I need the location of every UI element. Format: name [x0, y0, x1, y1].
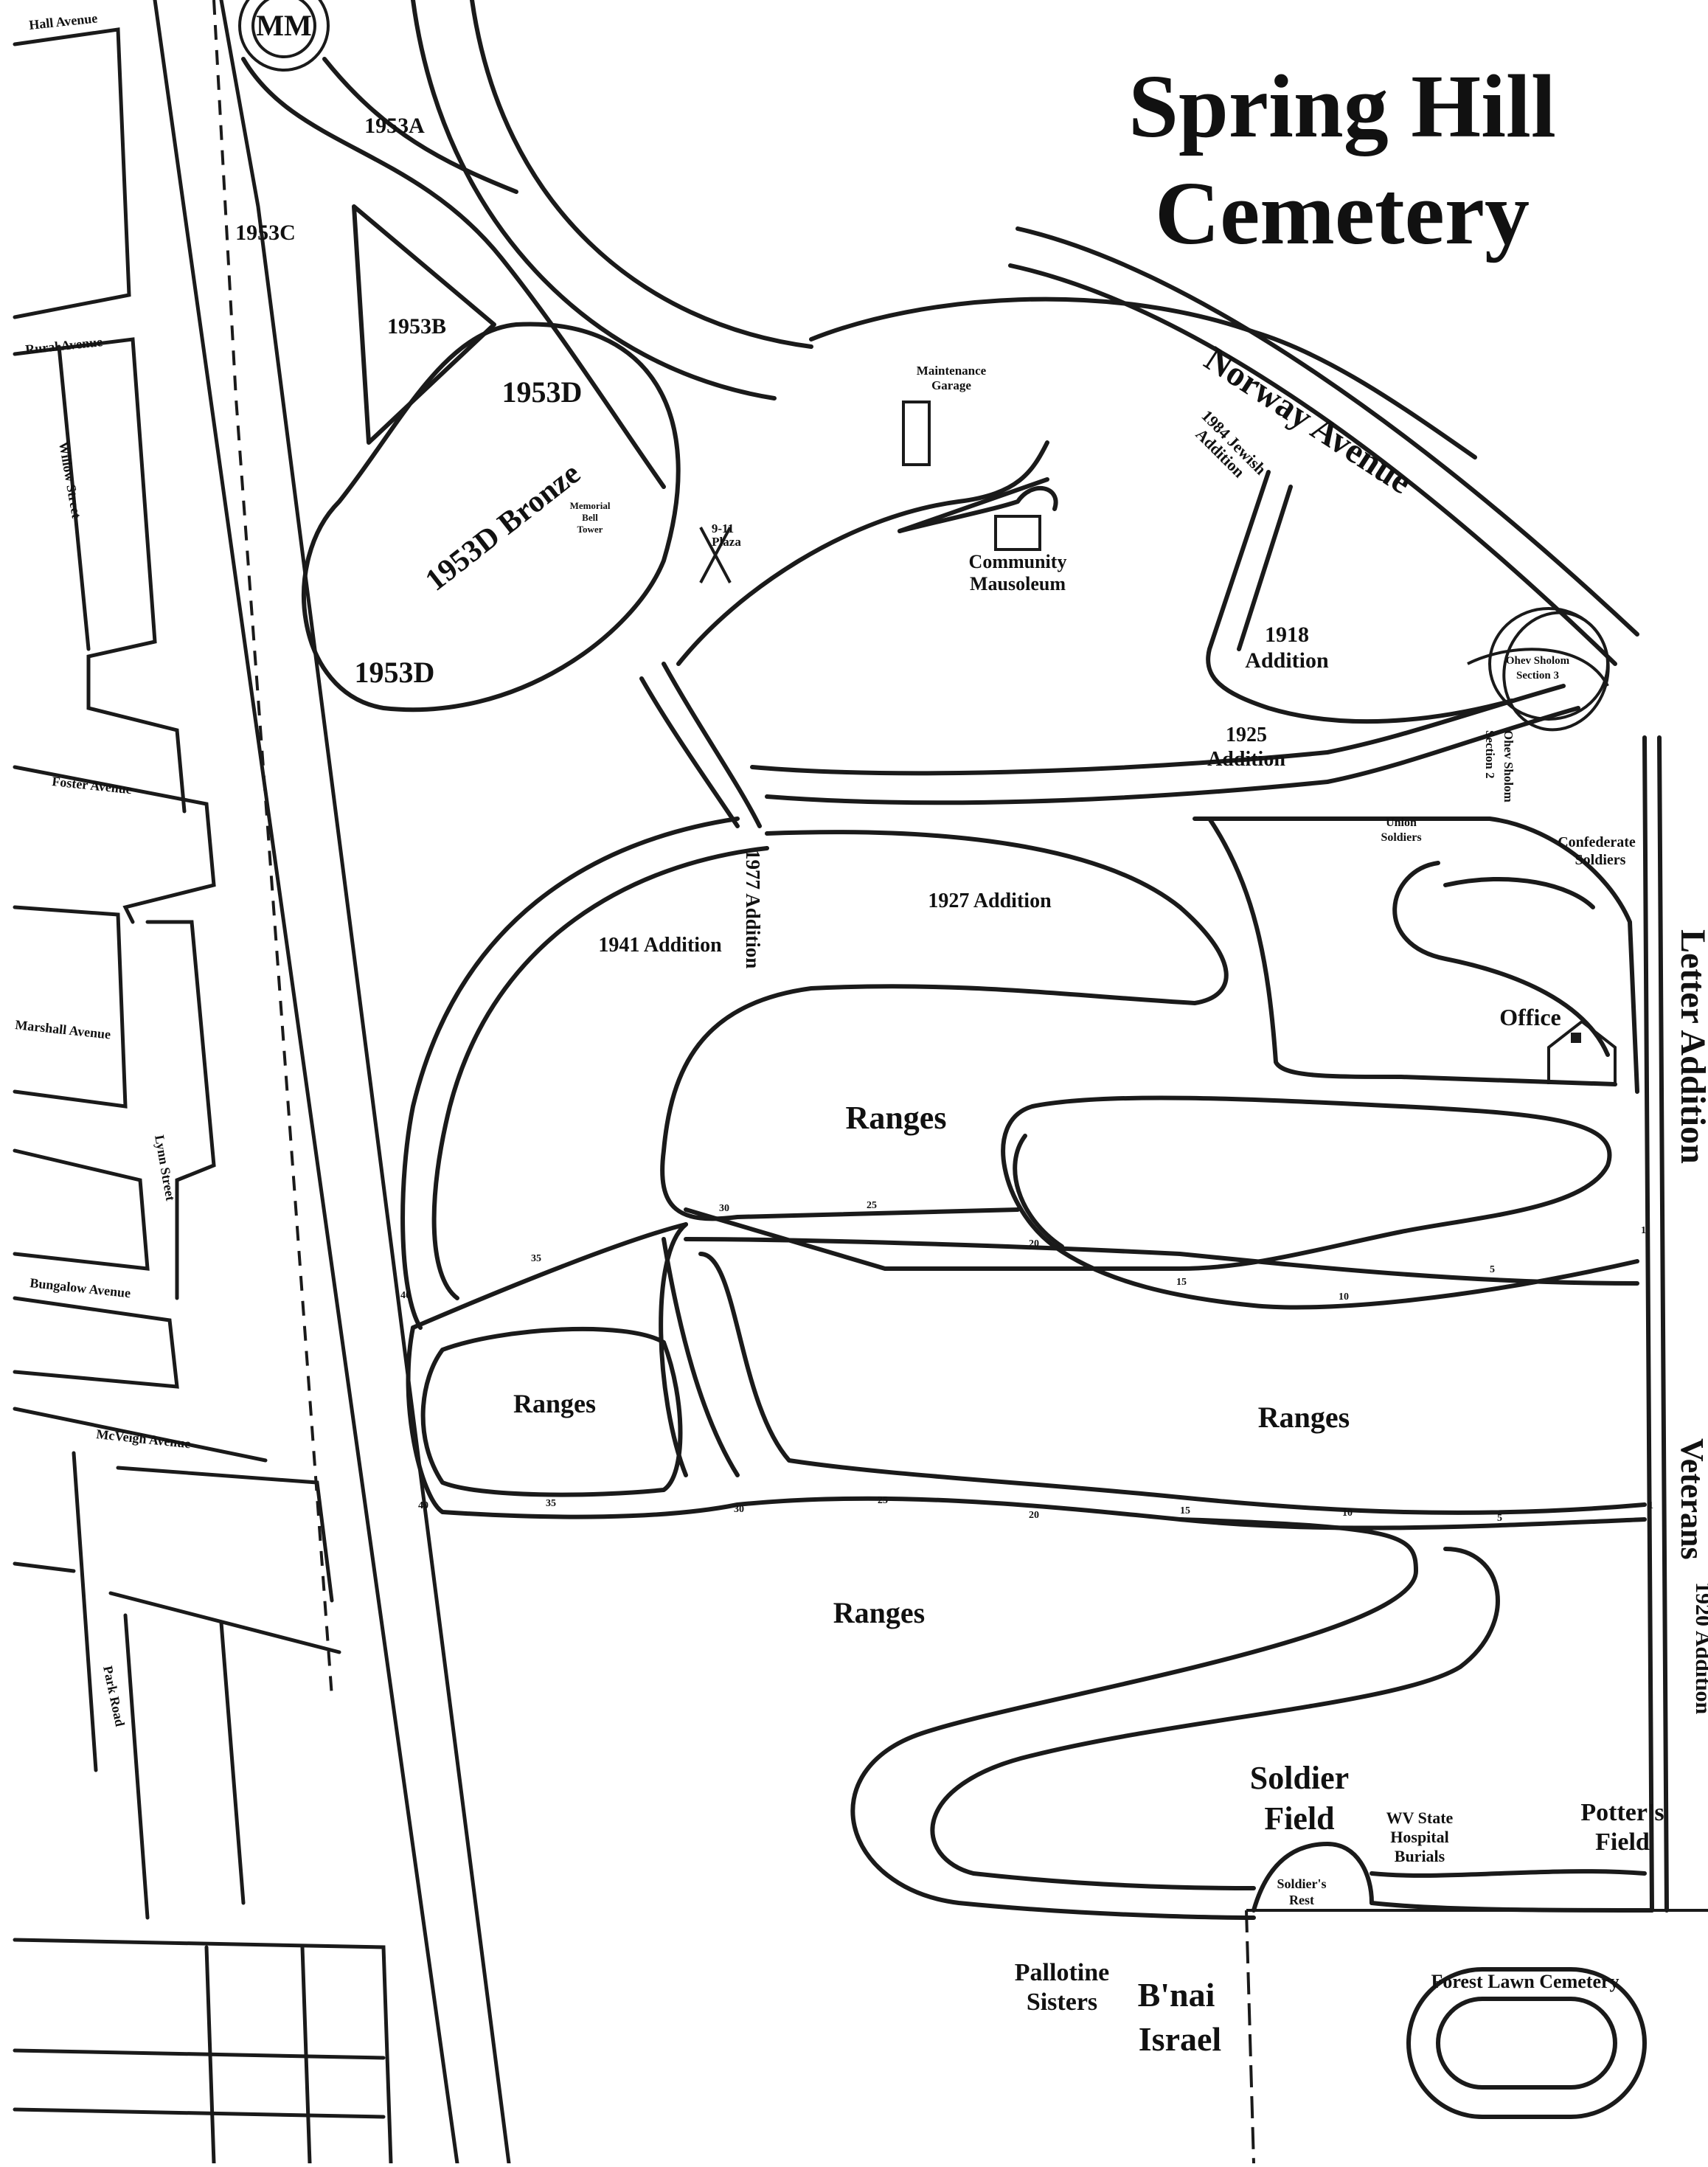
- range-marker: 10: [1339, 1291, 1349, 1303]
- street-marshall: Marshall Avenue: [15, 1017, 112, 1041]
- title-line-1: Spring Hill: [1128, 57, 1556, 156]
- section-1953d-top: 1953D: [502, 375, 583, 409]
- pallotine-line-1: Pallotine: [1015, 1959, 1109, 1986]
- ohev2-line-1: Ohev Sholom: [1502, 730, 1516, 802]
- wv-state-line-1: WV State: [1386, 1809, 1454, 1827]
- plaza-line-2: Plaza: [712, 535, 741, 549]
- title-block: Spring Hill Cemetery: [1128, 57, 1556, 263]
- street-rural: Rural Avenue: [24, 334, 103, 357]
- bell-tower-line-2: Bell: [582, 512, 598, 523]
- bell-tower-line-3: Tower: [577, 524, 603, 535]
- mausoleum-line-1: Community: [969, 551, 1067, 572]
- pallotine-line-2: Sisters: [1027, 1989, 1097, 2016]
- ranges-label-4: Ranges: [833, 1596, 925, 1629]
- wv-state-line-2: Hospital: [1390, 1828, 1448, 1846]
- ohev2-line-2: Section 2: [1483, 730, 1497, 779]
- letter-addition-label: Letter Addition: [1673, 929, 1708, 1164]
- ranges-label-2: Ranges: [513, 1389, 596, 1418]
- bnai-line-2: Israel: [1139, 2020, 1221, 2058]
- potters-line-2: Field: [1595, 1828, 1650, 1856]
- range-markers-upper: 30 25 20 15 10 5 1 35 40: [400, 1200, 1646, 1303]
- section-1953b: 1953B: [387, 314, 446, 339]
- a1927-label: 1927 Addition: [928, 890, 1052, 912]
- bnai-line-1: B'nai: [1138, 1976, 1215, 2014]
- soldier-field-line-2: Field: [1264, 1800, 1334, 1837]
- section-1953d-bottom: 1953D: [355, 656, 435, 689]
- street-mcveigh: McVeigh Avenue: [96, 1426, 192, 1451]
- range-marker: 15: [1180, 1505, 1190, 1516]
- range-marker: 5: [1490, 1264, 1495, 1275]
- a1941-label: 1941 Addition: [598, 934, 722, 957]
- a1977-label: 1977 Addition: [742, 850, 764, 968]
- ranges-label-1: Ranges: [846, 1100, 947, 1136]
- plaza-line-1: 9-11: [712, 521, 734, 535]
- range-marker: 1: [1648, 1500, 1653, 1511]
- range-marker: 40: [418, 1500, 428, 1511]
- maintenance-line-1: Maintenance: [917, 364, 987, 378]
- soldiers-rest-line-2: Rest: [1289, 1893, 1314, 1907]
- street-grid: [13, 0, 511, 2166]
- street-foster: Foster Avenue: [52, 774, 133, 797]
- bell-tower-line-1: Memorial: [570, 500, 611, 511]
- boulevard-median: [212, 0, 333, 1697]
- range-marker: 30: [719, 1203, 729, 1214]
- street-bungalow: Bungalow Avenue: [29, 1275, 132, 1300]
- ohev3-line-2: Section 3: [1516, 670, 1559, 682]
- a1920-label: 1920 Addition: [1691, 1582, 1708, 1715]
- boulevard-east-edge: [219, 0, 511, 2166]
- title-line-2: Cemetery: [1155, 164, 1530, 263]
- forest-lawn-label: Forest Lawn Cemetery: [1431, 1971, 1619, 1992]
- range-marker: 40: [400, 1290, 411, 1301]
- street-park: Park Road: [100, 1665, 128, 1728]
- ranges-label-3: Ranges: [1258, 1401, 1350, 1434]
- range-marker: 25: [867, 1200, 877, 1211]
- range-marker: 25: [878, 1495, 888, 1506]
- office-building-icon: [1547, 1019, 1617, 1084]
- range-marker: 20: [1029, 1510, 1039, 1521]
- street-labels: Hall Avenue Rural Avenue Willow Street F…: [15, 10, 1419, 1727]
- range-marker: 30: [734, 1504, 744, 1515]
- street-lynn: Lynn Street: [152, 1134, 178, 1202]
- range-marker: 15: [1176, 1277, 1187, 1288]
- union-line-2: Soldiers: [1381, 831, 1421, 844]
- range-marker: 10: [1342, 1508, 1353, 1519]
- section-1953a: 1953A: [364, 114, 425, 138]
- section-1953c: 1953C: [235, 221, 296, 245]
- a1918-line-2: Addition: [1245, 648, 1329, 673]
- wv-state-line-3: Burials: [1395, 1847, 1445, 1865]
- potters-line-1: Potter's: [1580, 1799, 1664, 1826]
- soldiers-rest-line-1: Soldier's: [1277, 1876, 1326, 1891]
- street-willow: Willow Street: [56, 440, 84, 519]
- range-marker: 20: [1029, 1238, 1039, 1249]
- range-marker: 5: [1497, 1513, 1502, 1524]
- soldier-field-line-1: Soldier: [1250, 1760, 1349, 1796]
- office-label: Office: [1499, 1004, 1561, 1030]
- a1925-line-2: Addition: [1207, 748, 1285, 771]
- ohev3-line-1: Ohev Sholom: [1506, 655, 1570, 667]
- veterans-label: Veterans: [1674, 1438, 1708, 1560]
- union-line-1: Union: [1386, 816, 1417, 829]
- confederate-line-1: Confederate: [1558, 834, 1636, 850]
- range-markers-lower: 40 35 30 25 20 15 10 5 1: [418, 1495, 1653, 1524]
- range-marker: 35: [531, 1253, 541, 1264]
- a1925-line-1: 1925: [1226, 724, 1267, 746]
- a1918-line-1: 1918: [1265, 623, 1309, 647]
- section-1953d-bronze: 1953D Bronze: [419, 457, 586, 598]
- range-marker: 35: [546, 1498, 556, 1509]
- range-marker: 1: [1641, 1225, 1646, 1236]
- mausoleum-line-2: Mausoleum: [970, 573, 1066, 594]
- maintenance-line-2: Garage: [931, 378, 971, 392]
- mm-label: MM: [256, 9, 312, 42]
- boulevard-west-edge: [153, 0, 459, 2166]
- cemetery-roads: [238, 0, 1708, 2164]
- street-hall: Hall Avenue: [28, 10, 98, 32]
- confederate-line-2: Soldiers: [1575, 852, 1626, 868]
